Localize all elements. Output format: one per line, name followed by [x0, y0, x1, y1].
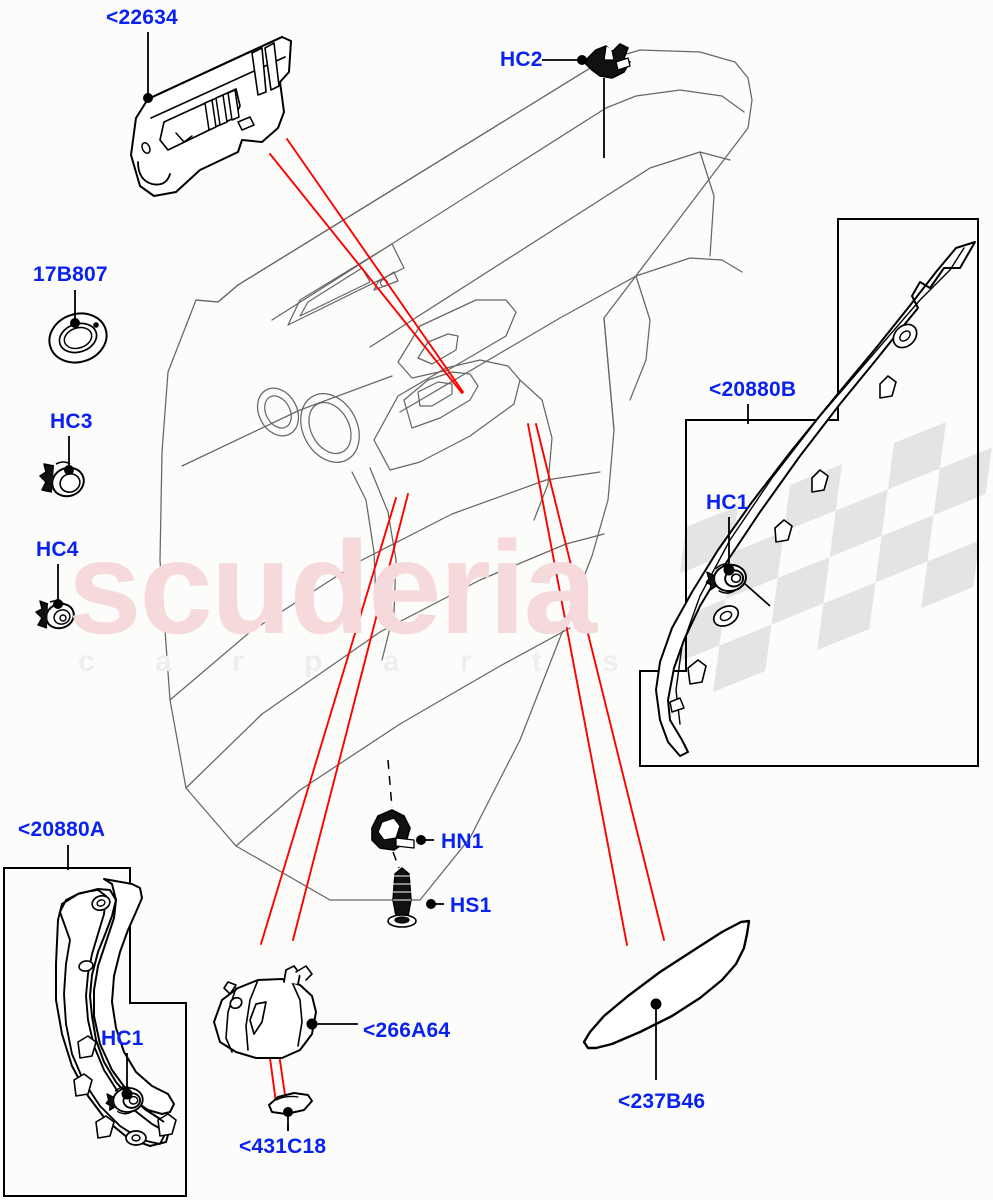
part-hc4-grommet — [35, 599, 75, 630]
part-431c18-screw-cap — [268, 1092, 313, 1115]
part-hs1-screw — [387, 867, 417, 928]
part-hc2-clip — [583, 43, 631, 79]
part-20880a-lower-trim-finisher — [55, 878, 177, 1147]
part-label-20880a[interactable]: <20880A — [18, 818, 106, 841]
part-label-hn1[interactable]: HN1 — [441, 830, 484, 853]
assembly-dashed-line — [387, 759, 400, 869]
part-hc3-push-rivet — [39, 461, 85, 498]
hc1-left-pointer — [141, 1106, 165, 1123]
part-label-hc4[interactable]: HC4 — [36, 538, 79, 561]
part-237b46-map-pocket-insert — [582, 919, 751, 1050]
checkered-flag-watermark — [667, 421, 992, 692]
inset-box-20880a — [3, 867, 187, 1197]
part-22634-handle-bezel-bracket — [130, 36, 292, 197]
highlight-leader-lines — [260, 138, 665, 1104]
hc1-right-pointer — [743, 582, 771, 607]
door-trim-panel-outline — [159, 49, 753, 901]
leader-dots — [53, 55, 735, 1117]
part-label-hc3[interactable]: HC3 — [50, 410, 93, 433]
part-label-237b46[interactable]: <237B46 — [618, 1090, 706, 1113]
part-label-17b807[interactable]: 17B807 — [33, 263, 108, 286]
inset-box-20880b — [639, 218, 979, 767]
part-label-hc1-right[interactable]: HC1 — [706, 491, 749, 514]
part-label-22634[interactable]: <22634 — [106, 6, 178, 29]
part-label-hc2[interactable]: HC2 — [500, 48, 543, 71]
part-label-266a64[interactable]: <266A64 — [363, 1019, 451, 1042]
part-20880b-upper-trim-finisher — [655, 241, 976, 757]
part-17b807-speaker-ring — [48, 312, 108, 364]
part-label-hs1[interactable]: HS1 — [450, 894, 492, 917]
part-label-431c18[interactable]: <431C18 — [239, 1135, 327, 1158]
part-label-hc1-left[interactable]: HC1 — [101, 1027, 144, 1050]
part-label-20880b[interactable]: <20880B — [709, 378, 797, 401]
part-266a64-pull-handle-cover — [213, 965, 317, 1059]
part-hn1-nut — [371, 809, 415, 851]
